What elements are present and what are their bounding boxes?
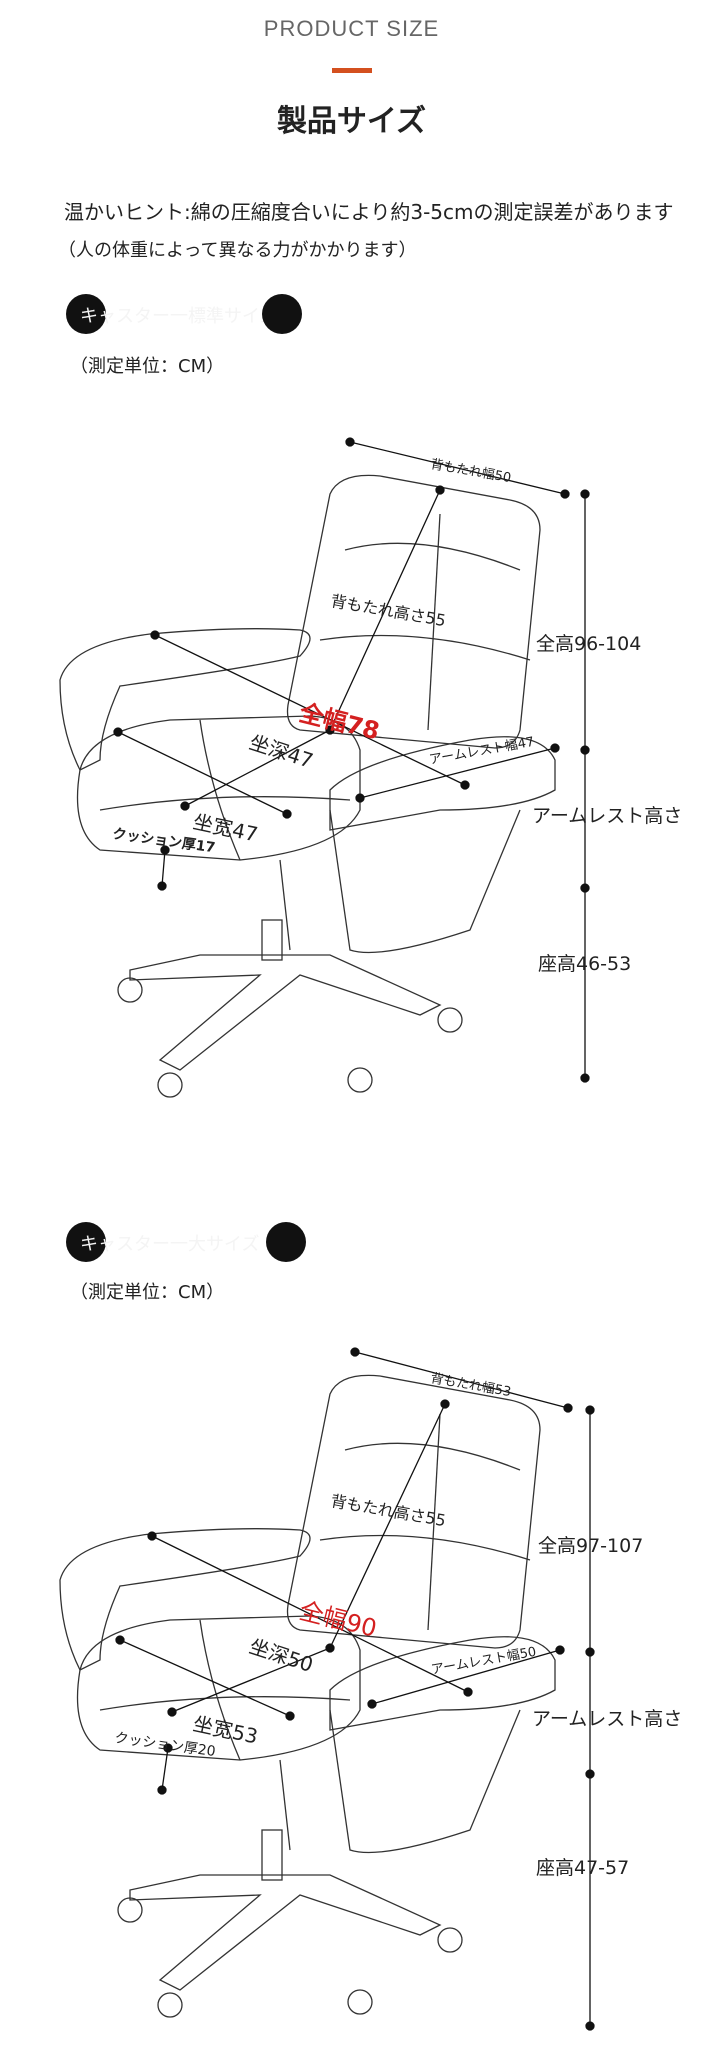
badge-dot-left <box>66 1222 106 1262</box>
unit-note: （測定単位：CM） <box>70 1282 225 1303</box>
caster-wheel <box>347 1067 373 1093</box>
heading-accent-bar <box>332 68 372 73</box>
dim-backrest-width: 背もたれ幅50 <box>429 457 512 486</box>
caster-wheel <box>437 1927 463 1953</box>
tip-text: 温かいヒント:綿の圧縮度合いにより約3-5cmの測定誤差があります <box>64 200 674 224</box>
chair-dimension-diagram-standard: 背もたれ幅50 背もたれ高さ55 全幅78 アームレスト幅47 坐深47 坐宽4… <box>59 437 682 1098</box>
dim-total-width: 全幅90 <box>297 1597 380 1643</box>
caster-wheel <box>347 1989 373 2015</box>
caster-wheel <box>157 1072 183 1098</box>
caster-wheel <box>117 1897 143 1923</box>
dim-armrest-width: アームレスト幅47 <box>428 735 535 768</box>
dim-armrest-height: アームレスト高さ <box>532 1708 682 1730</box>
section-badge-large: キャスター一大サイズ <box>66 1222 306 1262</box>
dim-seat-height: 座高46-53 <box>538 953 631 975</box>
dim-backrest-height: 背もたれ高さ55 <box>329 591 447 630</box>
dim-total-height: 全高96-104 <box>536 633 641 655</box>
star-base <box>129 1874 442 1991</box>
dim-total-width: 全幅78 <box>296 698 383 745</box>
product-size-title: 製品サイズ <box>276 104 427 139</box>
dim-armrest-width: アームレスト幅50 <box>430 1645 537 1678</box>
seat-outline <box>76 1615 361 1761</box>
left-arm-outline <box>59 628 311 771</box>
section-label: キャスター一標準サイズ <box>80 306 278 327</box>
backrest-outline <box>286 1374 541 1649</box>
section-badge-standard: キャスター一標準サイズ <box>66 294 302 334</box>
dim-armrest-height: アームレスト高さ <box>532 805 682 827</box>
dim-seat-depth: 坐深50 <box>246 1634 316 1677</box>
dim-total-height: 全高97-107 <box>538 1535 643 1557</box>
badge-dot-right <box>262 294 302 334</box>
section-label: キャスター一大サイズ <box>80 1234 260 1255</box>
tip-note: （人の体重によって異なる力がかかります） <box>58 240 417 261</box>
product-size-heading: PRODUCT SIZE <box>263 16 440 41</box>
caster-wheel <box>437 1007 463 1033</box>
backrest-outline <box>286 474 541 749</box>
unit-note: （測定単位：CM） <box>70 356 225 377</box>
chair-dimension-diagram-large: 背もたれ幅53 背もたれ高さ55 全幅90 アームレスト幅50 坐深50 坐宽5… <box>59 1347 682 2031</box>
badge-dot-right <box>266 1222 306 1262</box>
gas-lift <box>261 1829 283 1881</box>
caster-wheel <box>117 977 143 1003</box>
dim-backrest-width: 背もたれ幅53 <box>429 1371 512 1400</box>
dim-seat-depth: 坐深47 <box>246 730 316 773</box>
badge-dot-left <box>66 294 106 334</box>
caster-wheel <box>157 1992 183 2018</box>
gas-lift <box>261 919 283 961</box>
seat-outline <box>76 715 361 861</box>
right-arm-outline <box>329 1636 556 1731</box>
dim-seat-height: 座高47-57 <box>536 1857 629 1879</box>
right-arm-outline <box>329 736 556 831</box>
star-base <box>129 954 442 1071</box>
